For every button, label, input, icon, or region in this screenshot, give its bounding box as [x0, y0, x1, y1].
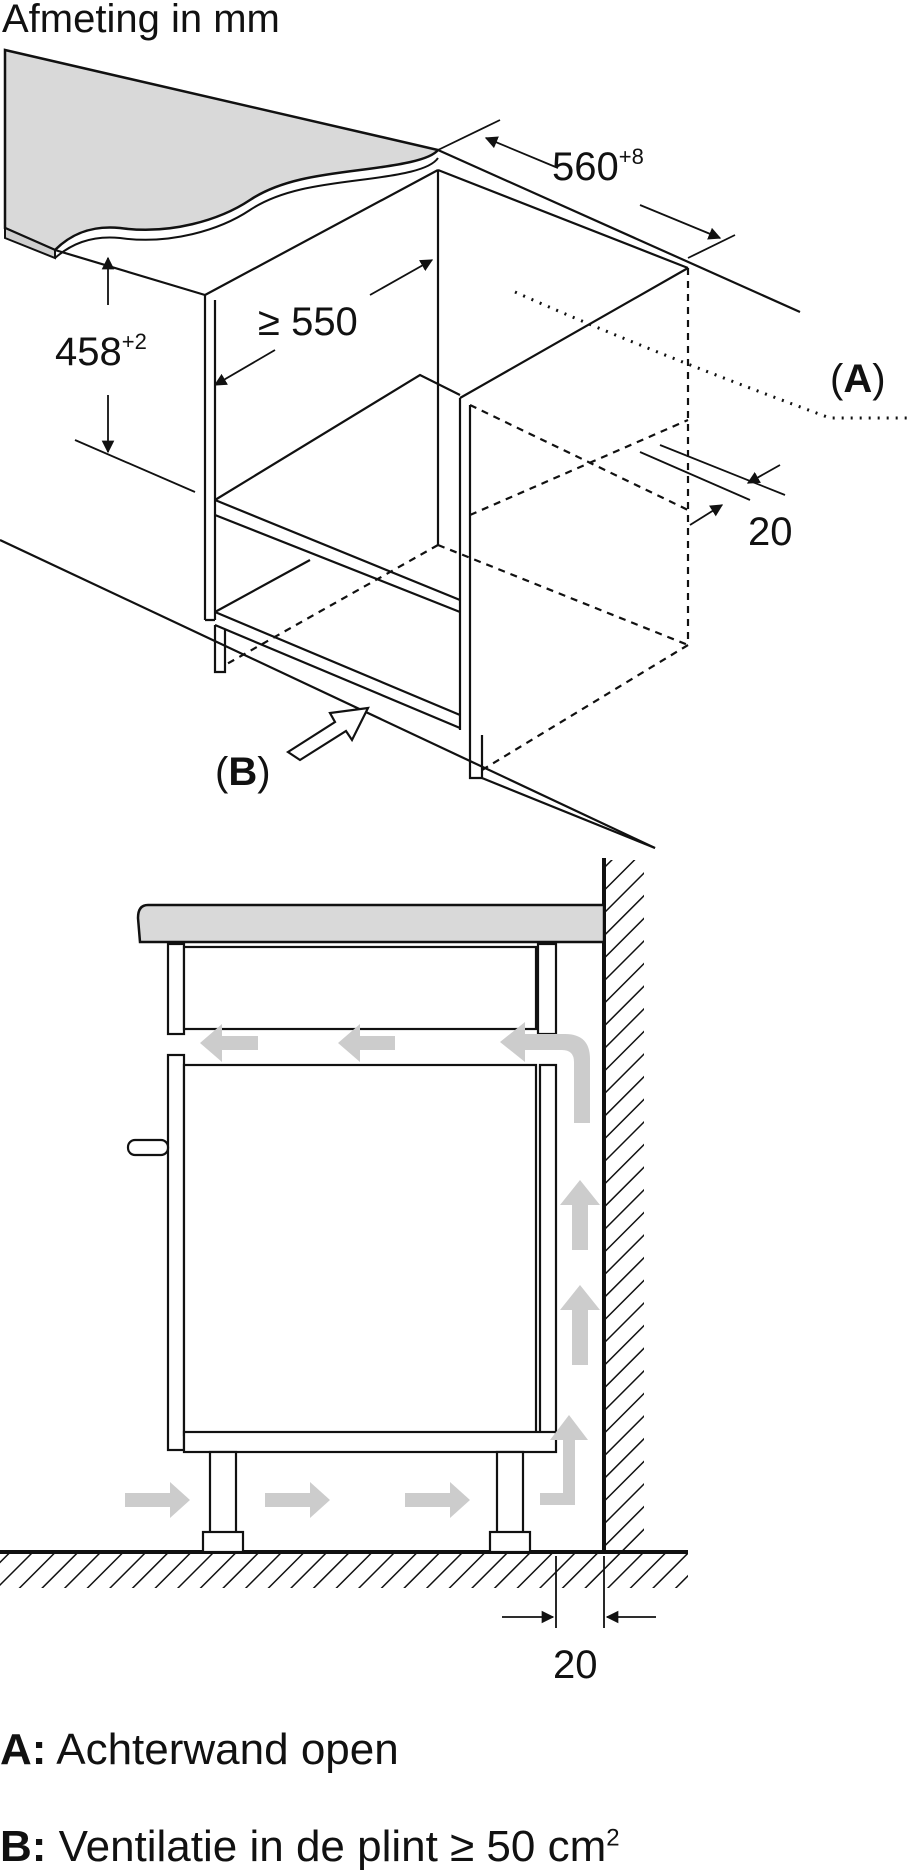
- countertop-section: [136, 903, 606, 944]
- callout-a: (A): [830, 357, 886, 401]
- callout-b: (B): [215, 750, 271, 794]
- airflow-arrow-icon: [560, 1285, 600, 1365]
- dim-height: [74, 256, 196, 493]
- airflow-arrow-icon: [540, 1415, 588, 1505]
- niche-cabinet: [203, 168, 690, 850]
- drawer-unit: [166, 942, 558, 1036]
- oven-body: [126, 1053, 558, 1454]
- legend-b-key: B:: [0, 1822, 47, 1871]
- airflow-arrow-icon: [125, 1482, 190, 1518]
- dim-height-label: 458+2: [55, 329, 147, 374]
- diagram-title: Afmeting in mm: [2, 0, 280, 41]
- dim-width-label: 560+8: [552, 144, 644, 189]
- dim-depth: [213, 259, 434, 386]
- airflow-arrow-icon: [500, 1022, 590, 1123]
- legend-b-text: Ventilatie in de plint ≥ 50 cm: [58, 1822, 607, 1871]
- legend-b: B: Ventilatie in de plint ≥ 50 cm2: [0, 1822, 620, 1872]
- dim-gap-top: [639, 444, 786, 526]
- oven-handle: [126, 1138, 170, 1157]
- dim-gap-bottom: [502, 1556, 656, 1628]
- legend-a-text: Achterwand open: [56, 1725, 399, 1774]
- cabinet-legs: [201, 1450, 532, 1554]
- rear-wall: [602, 858, 644, 1552]
- airflow-arrow-icon: [405, 1482, 470, 1518]
- legend-b-sup: 2: [606, 1824, 620, 1852]
- airflow-arrow-icon: [265, 1482, 330, 1518]
- dim-gap-top-label: 20: [748, 510, 793, 554]
- countertop: [3, 48, 441, 260]
- dim-width: [437, 119, 736, 259]
- wall-lines: [0, 148, 801, 849]
- legend-a-key: A:: [0, 1725, 47, 1774]
- airflow-arrow-icon: [200, 1024, 258, 1062]
- legend-a: A: Achterwand open: [0, 1725, 399, 1775]
- dim-depth-label: ≥ 550: [258, 300, 358, 344]
- ventilation-arrow-icon: [285, 706, 370, 762]
- airflow-arrows: [125, 1022, 600, 1518]
- dim-gap-bottom-label: 20: [553, 1643, 598, 1687]
- airflow-arrow-icon: [560, 1180, 600, 1250]
- airflow-arrow-icon: [338, 1024, 395, 1062]
- floor: [0, 1550, 688, 1588]
